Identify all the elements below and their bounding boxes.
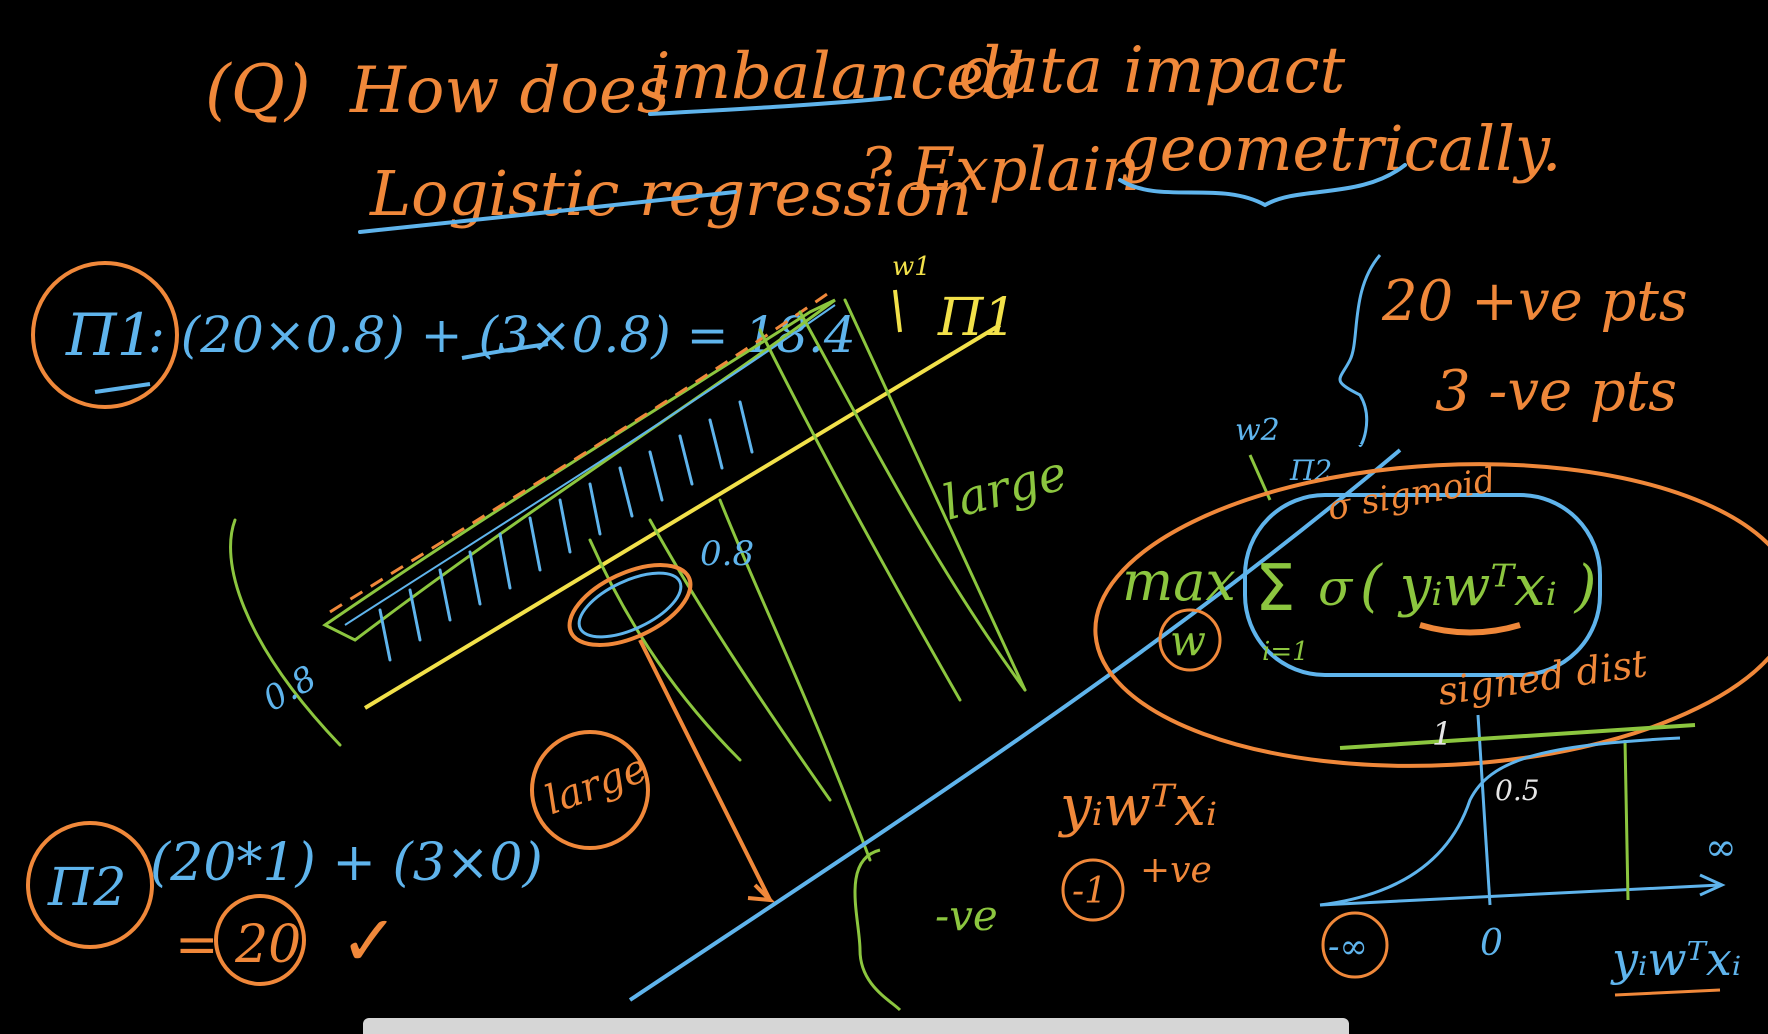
objective-sum: Σ: [1255, 552, 1295, 626]
positive-points-region: [322, 290, 836, 642]
large-note-circle: [530, 730, 650, 850]
yiwx-plus-ve: +ve: [1140, 850, 1212, 891]
pi1-label: Π1: [65, 301, 153, 369]
question-underlines: [358, 96, 1407, 234]
yiwx-annotation: yᵢwᵀxᵢ -1 +ve: [1057, 774, 1217, 922]
negative-points-cluster: [567, 563, 776, 903]
question-prefix: (Q): [205, 51, 311, 128]
positive-count: 20 +ve pts: [1381, 269, 1688, 334]
objective-sigma: σ: [1318, 559, 1354, 617]
sigmoid-x-axis: [1319, 883, 1721, 907]
pi2-label: Π2: [47, 858, 126, 918]
sigmoid-asymptote: [1339, 723, 1696, 750]
question-line2-a: Logistic regression: [369, 157, 972, 230]
pi1-circle: [31, 261, 179, 409]
player-toolbar[interactable]: [363, 1018, 1349, 1034]
question-line1-c: data impact: [960, 34, 1345, 108]
pi2-result-circle: [214, 894, 306, 986]
question-line1-a: How does: [349, 54, 670, 128]
sigmoid-x-label: yᵢwᵀxᵢ: [1610, 932, 1741, 986]
pi2-result: = 20: [175, 915, 301, 975]
question-line2-c: geometrically.: [1120, 112, 1561, 185]
plane-pi2: w2 Π2: [628, 413, 1402, 1002]
sigmoid-y-one: 1: [1432, 715, 1452, 753]
objective-max: max: [1122, 550, 1236, 613]
sigmoid-x-neg-inf: -∞: [1328, 927, 1368, 967]
objective-w: w: [1170, 616, 1206, 665]
yiwx-minus-one: -1: [1072, 871, 1107, 912]
green-projection-lines: [229, 298, 1027, 862]
dist-mid-label: 0.8: [700, 534, 754, 574]
pi2-check: ✓: [340, 900, 399, 982]
pi1-formula: : (20×0.8) + (3×0.8) = 18.4: [148, 306, 856, 364]
plane-pi1: Π1 w1: [363, 252, 1016, 710]
w2-label: w2: [1235, 413, 1280, 448]
sigmoid-y-half: 0.5: [1495, 774, 1540, 807]
objective-i-from: i=1: [1262, 637, 1309, 667]
objective-body: ( yᵢwᵀxᵢ ): [1360, 554, 1597, 619]
yiwx-expr: yᵢwᵀxᵢ: [1057, 774, 1217, 839]
sigmoid-plot: 1 0.5 -∞ 0 ∞ yᵢwᵀxᵢ: [1319, 714, 1741, 997]
green-band-outline: [322, 298, 836, 642]
question: (Q) How does imbalanced data impact Logi…: [205, 34, 1561, 230]
sigmoid-x-zero: 0: [1480, 923, 1503, 964]
pi2-circle: [26, 821, 154, 949]
sigmoid-y-axis: [1476, 714, 1492, 906]
sigmoid-curve: [1319, 736, 1681, 907]
w1-label: w1: [892, 252, 931, 282]
distance-ticks: [378, 400, 754, 662]
class-counts: 20 +ve pts 3 -ve pts: [1338, 254, 1688, 447]
negative-label: -ve: [935, 891, 998, 940]
pi2-formula: (20*1) + (3×0): [150, 833, 543, 893]
pi1-formula-group: Π1 : (20×0.8) + (3×0.8) = 18.4: [31, 261, 856, 409]
sigmoid-x-pos-inf: ∞: [1705, 825, 1737, 869]
pi1-plane-label: Π1: [937, 288, 1016, 348]
question-line2-b: ? Explain: [860, 135, 1140, 205]
negative-count: 3 -ve pts: [1435, 359, 1677, 424]
